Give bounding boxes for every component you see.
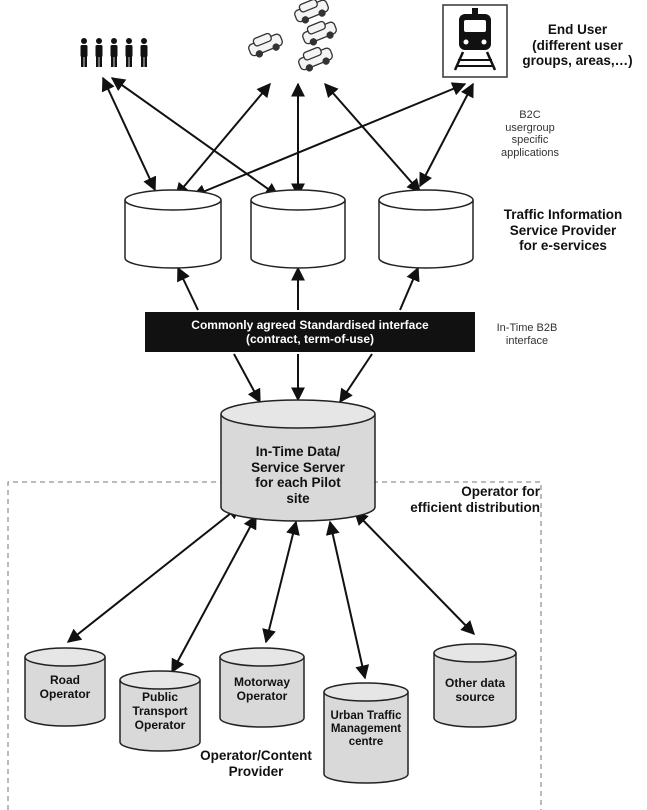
source-cylinder-public-transport — [119, 670, 201, 752]
b2b-label: In-Time B2B interface — [496, 322, 558, 347]
standardised-interface-bar: Commonly agreed Standardised interface (… — [145, 312, 475, 352]
source-arrows — [66, 505, 475, 680]
train-icon — [442, 4, 508, 78]
urban-traffic-label: Urban Traffic Management centre — [330, 710, 402, 749]
source-cylinder-other — [433, 643, 517, 728]
provider-label: Traffic Information Service Provider for… — [503, 207, 623, 254]
road-operator-label: Road Operator — [39, 673, 91, 701]
people-icon — [80, 38, 148, 67]
other-data-source-label: Other data source — [444, 676, 505, 704]
source-cylinder-motorway — [219, 647, 305, 728]
interface-subtitle: (contract, term-of-use) — [245, 332, 374, 346]
provider-cylinder-3 — [378, 189, 474, 269]
end-user-label: End User (different user groups, areas,…… — [522, 22, 633, 69]
b2b-arrows — [177, 266, 420, 404]
provider-cylinder-1 — [124, 189, 222, 269]
interface-title: Commonly agreed Standardised interface — [191, 317, 429, 332]
server-label: In-Time Data/ Service Server for each Pi… — [251, 444, 345, 506]
source-cylinder-urban — [323, 682, 409, 784]
provider-cylinder-2 — [250, 189, 346, 269]
operator-distribution-label: Operator for efficient distribution — [410, 484, 540, 516]
end-user-arrows — [101, 76, 474, 198]
server-cylinder — [220, 399, 376, 522]
b2c-label: B2C usergroup specific applications — [500, 109, 560, 159]
public-transport-operator-label: Public Transport Operator — [132, 690, 188, 732]
cars-icon — [248, 0, 337, 72]
motorway-operator-label: Motorway Operator — [233, 675, 290, 703]
source-cylinder-road — [24, 647, 106, 727]
content-provider-label: Operator/Content Provider — [200, 748, 312, 779]
